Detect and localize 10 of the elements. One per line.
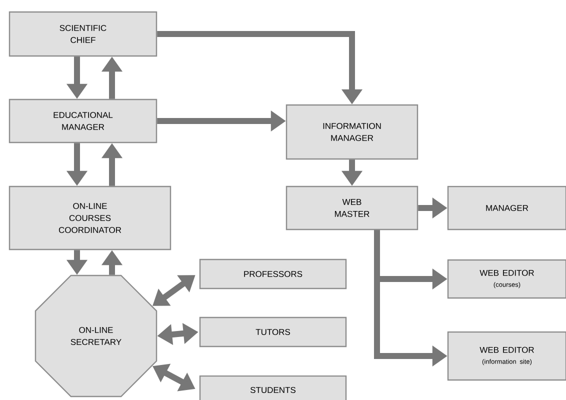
process-box: STUDENTS: [199, 375, 347, 400]
process-box: INFORMATION MANAGER: [286, 104, 418, 160]
process-box: ON-LINE COURSES COORDINATOR: [8, 186, 172, 250]
process-box: MANAGER: [447, 186, 566, 230]
octagon-node: ON-LINE SECRETARY: [34, 274, 158, 398]
process-box: WEB MASTER: [286, 186, 418, 230]
process-box: TUTORS: [199, 316, 347, 348]
process-box: EDUCATIONAL MANAGER: [8, 98, 158, 144]
process-box: PROFESSORS: [199, 258, 347, 290]
process-box: SCIENTIFIC CHIEF: [8, 11, 158, 57]
